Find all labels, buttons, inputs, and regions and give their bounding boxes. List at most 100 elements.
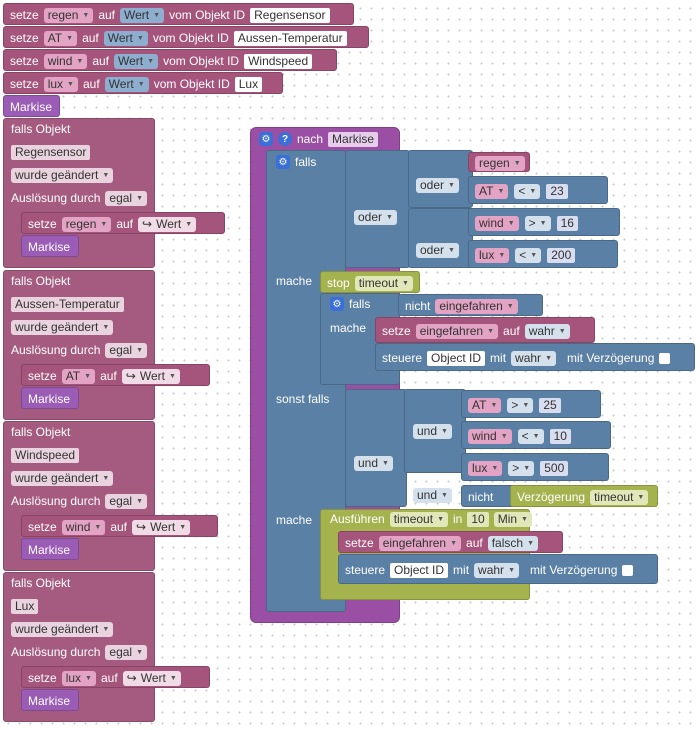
control-block-2[interactable]: steuere Object ID mit wahr▼ mit Verzöger… [338, 554, 658, 584]
variable-dropdown[interactable]: eingefahren▼ [378, 535, 462, 551]
set-wind-block[interactable]: setze wind▼ auf Wert▼ vom Objekt ID Wind… [3, 49, 337, 71]
value-dropdown[interactable]: Wert▼ [103, 30, 148, 46]
number-field[interactable]: 16 [556, 215, 578, 231]
event-value-dropdown[interactable]: ↪Wert▼ [122, 670, 181, 686]
number-field[interactable]: 500 [540, 460, 569, 476]
value-dropdown[interactable]: Wert▼ [120, 7, 165, 23]
event-value-dropdown[interactable]: ↪Wert▼ [132, 519, 191, 535]
variable-dropdown[interactable]: regen▼ [475, 155, 525, 171]
variable-dropdown[interactable]: lux▼ [61, 670, 96, 686]
value-dropdown[interactable]: Wert▼ [114, 53, 159, 69]
function-name-field[interactable]: Markise [328, 131, 379, 147]
object-id-field[interactable]: Lux [234, 76, 263, 92]
object-id-field[interactable]: Lux [11, 598, 39, 614]
delay-running-block[interactable]: Verzögerung timeout▼ [510, 485, 658, 507]
variable-dropdown[interactable]: lux▼ [468, 460, 503, 476]
compare-lux-block[interactable]: lux▼ <▼ 200 [468, 240, 618, 268]
set-lux-block[interactable]: setze lux▼ auf Wert▼ vom Objekt ID Lux [3, 72, 283, 94]
object-id-field[interactable]: Object ID [390, 562, 449, 578]
variable-dropdown[interactable]: AT▼ [43, 30, 78, 46]
boolean-dropdown[interactable]: wahr▼ [524, 323, 570, 339]
or-block-outer[interactable] [345, 150, 410, 268]
variable-dropdown[interactable]: wind▼ [61, 519, 106, 535]
or-dropdown[interactable]: oder▼ [416, 242, 459, 258]
set-eingefahren-true-block[interactable]: setze eingefahren▼ auf wahr▼ [375, 317, 595, 343]
number-field[interactable]: 200 [547, 247, 576, 263]
and-dropdown[interactable]: und▼ [413, 423, 452, 439]
variable-dropdown[interactable]: wind▼ [43, 53, 88, 69]
set-from-value-block[interactable]: setze lux▼ auf ↪Wert▼ [21, 666, 210, 688]
number-field[interactable]: 25 [539, 397, 561, 413]
and-dropdown[interactable]: und▼ [413, 487, 452, 503]
number-field[interactable]: 23 [546, 183, 568, 199]
trigger-source-dropdown[interactable]: egal▼ [105, 190, 148, 206]
object-id-field[interactable]: Windspeed [244, 53, 313, 69]
operator-dropdown[interactable]: <▼ [514, 183, 541, 199]
compare-at-block[interactable]: AT▼ <▼ 23 [468, 176, 608, 204]
operator-dropdown[interactable]: >▼ [507, 397, 534, 413]
variable-dropdown[interactable]: AT▼ [468, 397, 502, 413]
event-value-dropdown[interactable]: ↪Wert▼ [138, 216, 197, 232]
timeout-dropdown[interactable]: timeout▼ [354, 275, 413, 291]
regen-variable-block[interactable]: regen▼ [468, 152, 530, 172]
condition-dropdown[interactable]: wurde geändert▼ [11, 319, 114, 335]
operator-dropdown[interactable]: <▼ [517, 428, 544, 444]
not-delay-block[interactable]: nicht [461, 485, 521, 507]
and-dropdown[interactable]: und▼ [354, 455, 393, 471]
value-dropdown[interactable]: Wert▼ [104, 76, 149, 92]
trigger-source-dropdown[interactable]: egal▼ [105, 342, 148, 358]
object-id-field[interactable]: Aussen-Temperatur [233, 30, 347, 46]
markise-call-block[interactable]: Markise [21, 235, 79, 257]
operator-dropdown[interactable]: <▼ [515, 247, 542, 263]
delay-checkbox[interactable] [622, 564, 634, 576]
timeout-dropdown[interactable]: timeout▼ [389, 511, 448, 527]
condition-dropdown[interactable]: wurde geändert▼ [11, 470, 114, 486]
gear-icon[interactable]: ⚙ [259, 132, 273, 146]
delay-checkbox[interactable] [659, 352, 671, 364]
or-dropdown[interactable]: oder▼ [416, 177, 459, 193]
markise-call-block[interactable]: Markise [3, 95, 60, 117]
boolean-dropdown[interactable]: wahr▼ [511, 350, 556, 366]
not-block[interactable]: nicht eingefahren▼ [398, 294, 543, 316]
variable-dropdown[interactable]: AT▼ [61, 368, 96, 384]
compare-at-gt-block[interactable]: AT▼ >▼ 25 [461, 390, 601, 418]
condition-dropdown[interactable]: wurde geändert▼ [11, 167, 114, 183]
set-from-value-block[interactable]: setze wind▼ auf ↪Wert▼ [21, 515, 218, 537]
trigger-source-dropdown[interactable]: egal▼ [105, 644, 148, 660]
operator-dropdown[interactable]: >▼ [508, 460, 535, 476]
unit-dropdown[interactable]: Min▼ [493, 511, 532, 527]
number-field[interactable]: 10 [549, 428, 571, 444]
object-id-field[interactable]: Regensensor [250, 7, 330, 23]
trigger-source-dropdown[interactable]: egal▼ [105, 493, 148, 509]
variable-dropdown[interactable]: wind▼ [475, 215, 519, 231]
event-value-dropdown[interactable]: ↪Wert▼ [121, 368, 180, 384]
set-at-block[interactable]: setze AT▼ auf Wert▼ vom Objekt ID Aussen… [3, 26, 369, 48]
condition-dropdown[interactable]: wurde geändert▼ [11, 621, 114, 637]
stop-timeout-block[interactable]: stop timeout▼ [320, 271, 420, 293]
timeout-dropdown[interactable]: timeout▼ [590, 489, 649, 505]
markise-call-block[interactable]: Markise [21, 387, 79, 409]
variable-dropdown[interactable]: lux▼ [43, 76, 78, 92]
variable-dropdown[interactable]: regen▼ [43, 7, 94, 23]
compare-wind-block[interactable]: wind▼ >▼ 16 [468, 208, 620, 236]
variable-dropdown[interactable]: eingefahren▼ [435, 298, 518, 314]
set-regen-block[interactable]: setze regen▼ auf Wert▼ vom Objekt ID Reg… [3, 3, 354, 25]
help-icon[interactable]: ? [278, 132, 292, 146]
and-block-outer[interactable] [345, 389, 407, 507]
boolean-dropdown[interactable]: wahr▼ [474, 562, 519, 578]
gear-icon[interactable]: ⚙ [276, 155, 290, 169]
object-id-field[interactable]: Regensensor [11, 144, 91, 160]
delay-field[interactable]: 10 [467, 511, 489, 527]
gear-icon[interactable]: ⚙ [330, 297, 344, 311]
boolean-dropdown[interactable]: falsch▼ [487, 535, 538, 551]
variable-dropdown[interactable]: eingefahren▼ [415, 323, 499, 339]
variable-dropdown[interactable]: lux▼ [475, 247, 510, 263]
compare-wind-lt-block[interactable]: wind▼ <▼ 10 [461, 421, 611, 449]
control-block[interactable]: steuere Object ID mit wahr▼ mit Verzöger… [375, 343, 695, 371]
set-from-value-block[interactable]: setze AT▼ auf ↪Wert▼ [21, 364, 210, 386]
markise-call-block[interactable]: Markise [21, 538, 79, 560]
compare-lux-gt-block[interactable]: lux▼ >▼ 500 [461, 453, 609, 481]
or-dropdown[interactable]: oder▼ [354, 209, 397, 225]
object-id-field[interactable]: Windspeed [11, 447, 80, 463]
or-block-inner-2[interactable] [408, 208, 473, 268]
